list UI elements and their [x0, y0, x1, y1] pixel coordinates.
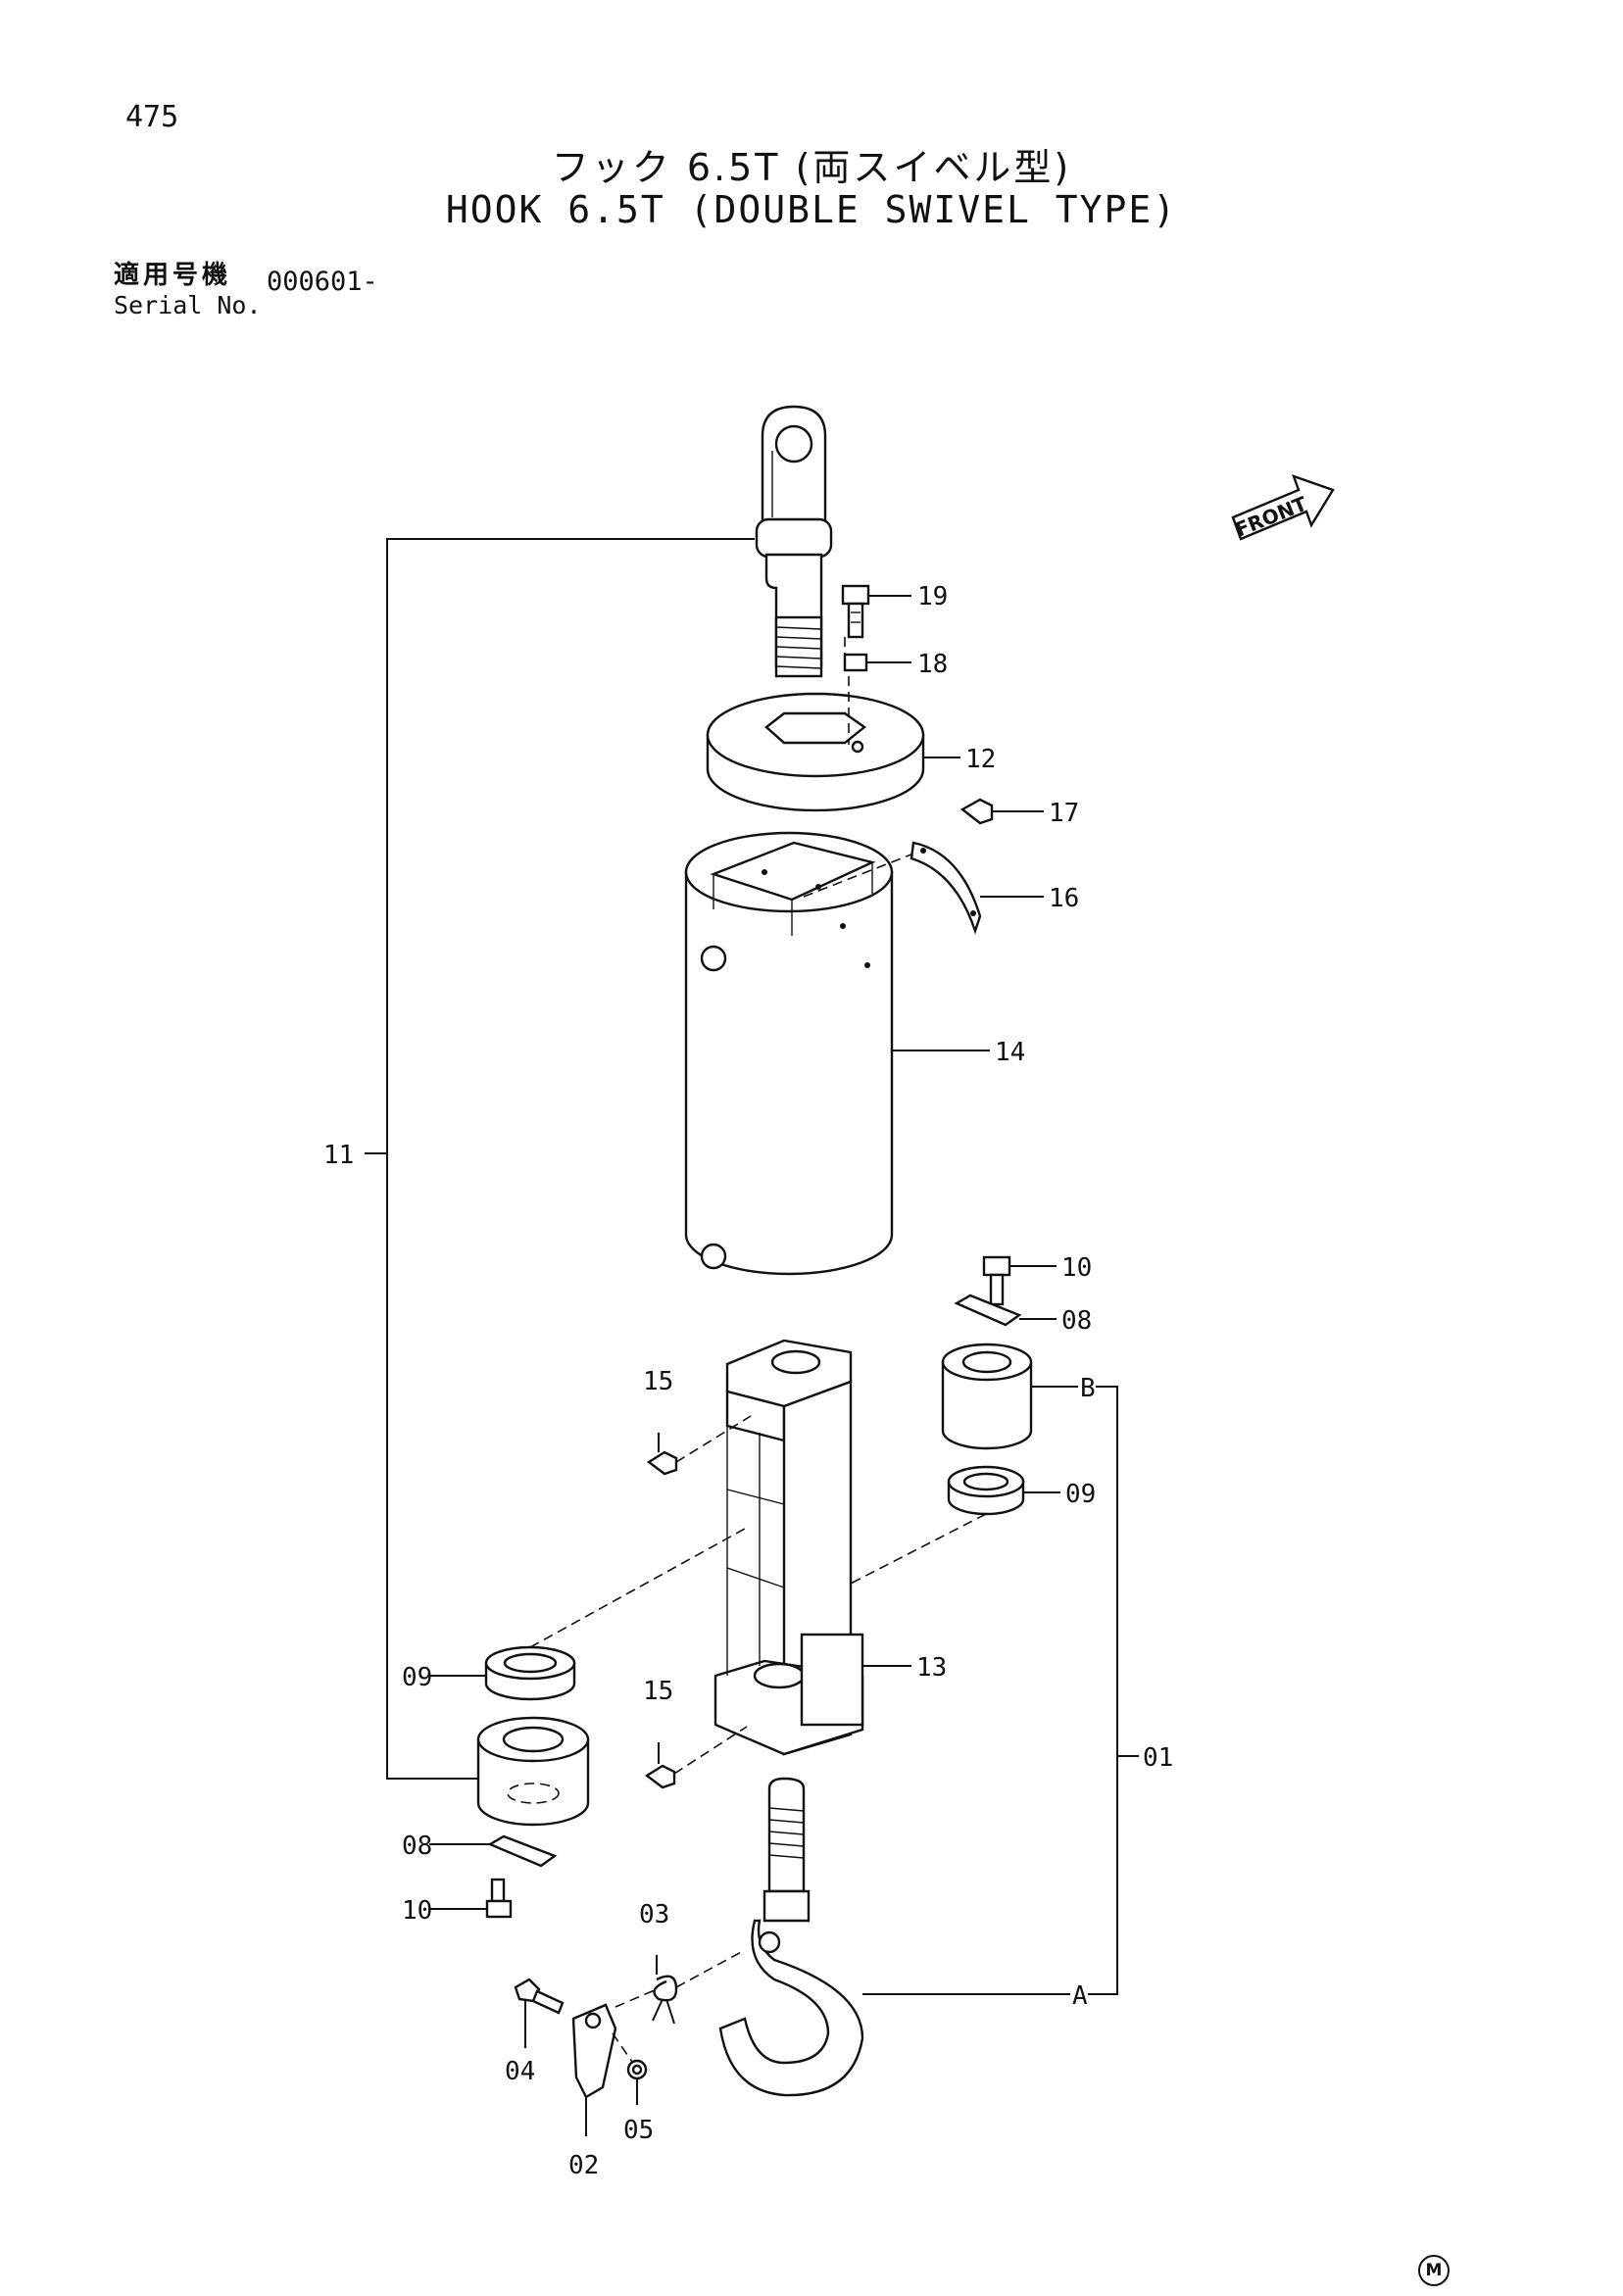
callout-13: 13	[916, 1653, 947, 1683]
callout-18: 18	[917, 650, 948, 679]
cover-14	[684, 831, 990, 1276]
nut-05	[612, 1988, 658, 2105]
callout-09-right: 09	[1065, 1480, 1096, 1509]
reference-b: B	[1080, 1374, 1096, 1403]
bolt-19	[841, 584, 911, 639]
title-english: HOOK 6.5T (DOUBLE SWIVEL TYPE)	[445, 188, 1178, 231]
lock-plate-18	[843, 637, 911, 672]
page-number: 475	[125, 100, 179, 134]
grease-nipple-15-top	[646, 1415, 752, 1476]
callout-01: 01	[1143, 1743, 1173, 1773]
lock-plate-08-top	[954, 1294, 1057, 1327]
callout-09-left: 09	[402, 1663, 432, 1692]
trunnion-nut-left	[476, 1716, 590, 1827]
front-arrow-label: FRONT	[1232, 492, 1310, 542]
callout-04: 04	[505, 2057, 535, 2086]
serial-value: 000601-	[267, 267, 378, 297]
callout-15-bottom: 15	[643, 1677, 673, 1706]
callout-02: 02	[568, 2151, 599, 2180]
bolt-10-bottom	[429, 1878, 513, 1919]
screw-17	[959, 798, 1044, 825]
callout-10-top: 10	[1061, 1253, 1092, 1283]
callout-03: 03	[639, 1900, 669, 1930]
callout-05: 05	[623, 2116, 654, 2145]
callout-10-bottom: 10	[402, 1896, 432, 1926]
hook	[718, 1777, 1070, 2097]
callout-11: 11	[323, 1141, 354, 1170]
plate-16	[910, 841, 1044, 935]
callout-17: 17	[1049, 799, 1079, 828]
callout-08-top: 08	[1061, 1306, 1092, 1336]
callout-08-bottom: 08	[402, 1832, 432, 1861]
reference-a: A	[1072, 1981, 1088, 2011]
bolt-10-top	[982, 1255, 1057, 1306]
callout-14: 14	[995, 1038, 1025, 1067]
trunnion-nut-top	[941, 1343, 1117, 1450]
thrust-bearing-09-top	[842, 1465, 1060, 1588]
callout-16: 16	[1049, 884, 1079, 913]
lock-plate-08-bottom	[429, 1834, 558, 1868]
bracket-01	[1088, 1386, 1139, 1995]
plate-12	[706, 676, 960, 812]
callout-12: 12	[965, 745, 996, 774]
serial-label-english: Serial No.	[114, 291, 262, 319]
callout-19: 19	[917, 582, 948, 611]
bolt-04	[514, 1978, 565, 2048]
frame-13	[713, 1339, 911, 1756]
title-japanese: フック 6.5T (両スイベル型)	[551, 146, 1072, 189]
grease-nipple-15-bottom	[644, 1726, 748, 1789]
thrust-bearing-09-left	[429, 1528, 746, 1701]
spring-03	[652, 1949, 746, 2025]
eye-bolt	[755, 405, 833, 678]
latch-02	[571, 2003, 617, 2136]
m-mark: M	[1418, 2255, 1450, 2286]
bracket-11	[365, 538, 755, 1780]
front-arrow-icon: FRONT	[1231, 474, 1335, 542]
serial-label-japanese: 適用号機	[114, 261, 232, 290]
callout-15-top: 15	[643, 1367, 673, 1396]
